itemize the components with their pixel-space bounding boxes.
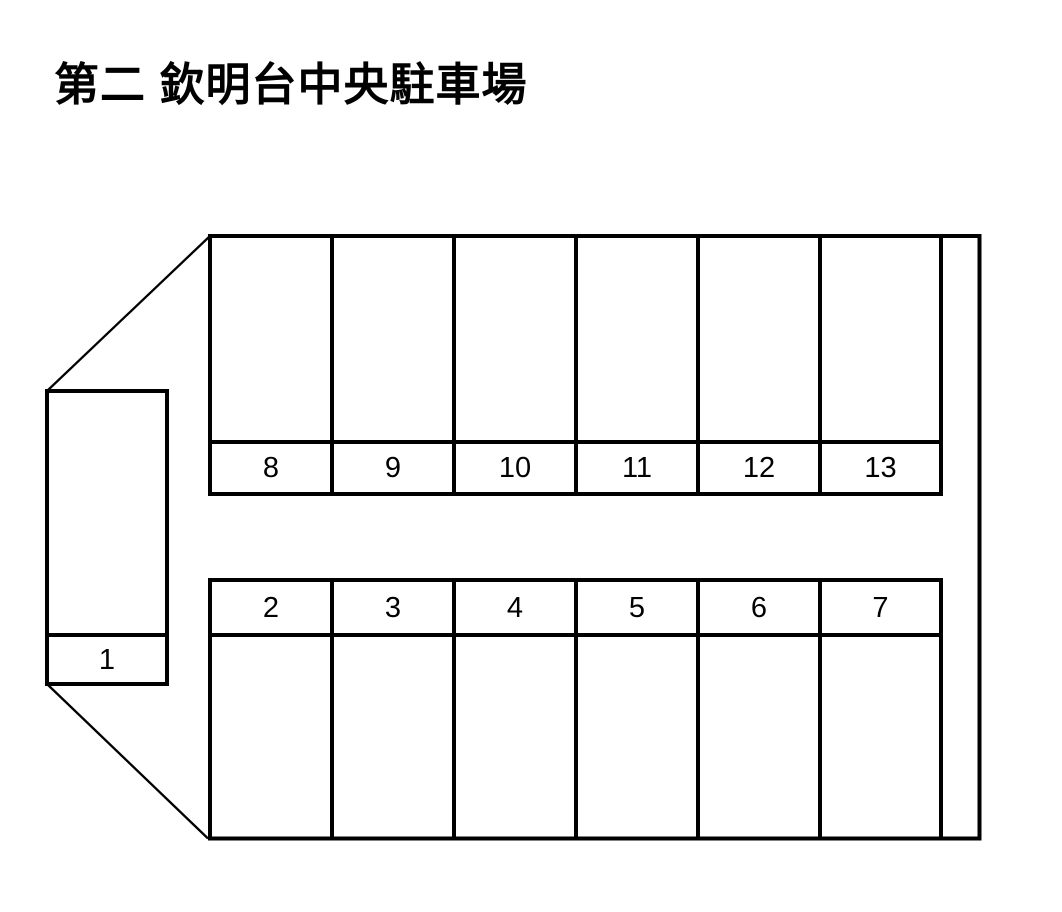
space-5-label: 5 (629, 592, 645, 624)
lot-outer-boundary (208, 234, 982, 841)
space-2-label: 2 (263, 592, 279, 624)
lot-angled-edge-bottom (46, 683, 209, 840)
space-13-label: 13 (864, 452, 896, 484)
space-9-label: 9 (385, 452, 401, 484)
space-10-label: 10 (499, 452, 531, 484)
page-title: 第二 欽明台中央駐車場 (54, 59, 528, 110)
left-column: 1 (45, 389, 169, 686)
space-1-label: 1 (99, 644, 115, 676)
bottom-row: 2 3 4 5 6 7 (208, 578, 943, 841)
space-6-label: 6 (751, 592, 767, 624)
top-row: 8 9 10 11 12 13 (208, 234, 943, 496)
space-3-label: 3 (385, 592, 401, 624)
space-7-label: 7 (872, 592, 888, 624)
space-11-label: 11 (622, 452, 652, 484)
space-12-label: 12 (743, 452, 775, 484)
lot-angled-edge-top (46, 235, 211, 392)
left-column-outline (45, 389, 169, 686)
space-8-label: 8 (263, 452, 279, 484)
space-4-label: 4 (507, 592, 523, 624)
